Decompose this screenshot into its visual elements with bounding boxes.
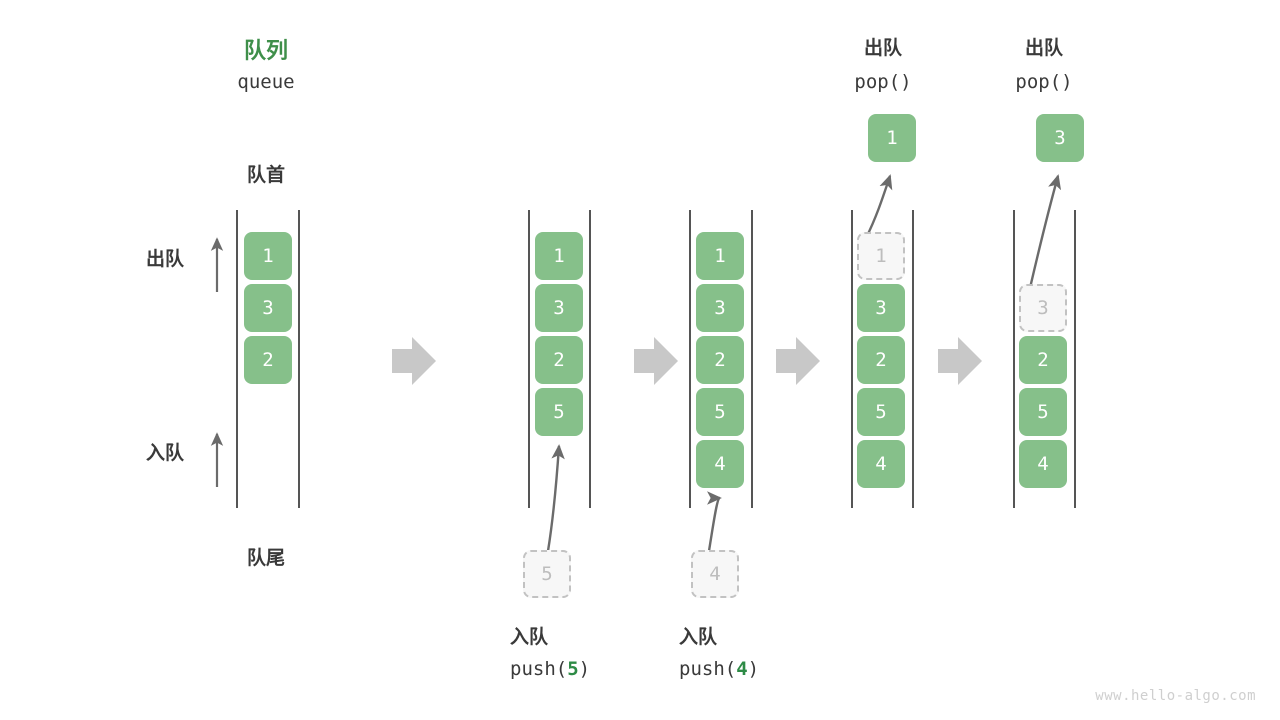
push-4-arrow xyxy=(706,491,722,552)
queue-cell: 1 xyxy=(535,232,583,280)
queue-cell-new: 4 xyxy=(696,440,744,488)
push-arg: 4 xyxy=(736,658,748,680)
queue-cell: 2 xyxy=(857,336,905,384)
step-arrow-3 xyxy=(776,337,820,385)
queue-cell: 3 xyxy=(696,284,744,332)
pop-3-header-cn: 出队 xyxy=(1024,37,1063,59)
push-fn-name: push( xyxy=(679,658,737,680)
queue-cell-removed: 3 xyxy=(1019,284,1067,332)
rear-label: 队尾 xyxy=(246,547,285,569)
queue-rail-right xyxy=(298,210,300,508)
push-arg: 5 xyxy=(567,658,579,680)
queue-rail-left xyxy=(851,210,853,508)
popped-cell: 1 xyxy=(868,114,916,162)
popped-cell: 3 xyxy=(1036,114,1084,162)
incoming-ghost-cell: 5 xyxy=(523,550,571,598)
step-arrow-2 xyxy=(634,337,678,385)
pop-1-header-cn: 出队 xyxy=(863,37,902,59)
queue-rail-right xyxy=(912,210,914,508)
queue-cell: 3 xyxy=(535,284,583,332)
queue-rail-left xyxy=(1013,210,1015,508)
dequeue-label: 出队 xyxy=(146,248,185,270)
front-label: 队首 xyxy=(246,164,285,186)
queue-cell: 2 xyxy=(1019,336,1067,384)
queue-cell: 5 xyxy=(857,388,905,436)
queue-cell: 3 xyxy=(857,284,905,332)
queue-cell: 4 xyxy=(857,440,905,488)
pop-1-arrow xyxy=(864,174,893,239)
queue-cell-new: 5 xyxy=(535,388,583,436)
push-4-caption-code: push(4) xyxy=(679,658,759,680)
diagram-title-cn: 队列 xyxy=(243,39,288,64)
incoming-ghost-cell: 4 xyxy=(691,550,739,598)
queue-cell: 1 xyxy=(244,232,292,280)
queue-cell: 2 xyxy=(244,336,292,384)
push-paren-close: ) xyxy=(747,658,760,680)
queue-rail-right xyxy=(1074,210,1076,508)
queue-cell: 1 xyxy=(696,232,744,280)
queue-cell: 3 xyxy=(244,284,292,332)
enqueue-label: 入队 xyxy=(146,442,185,464)
queue-rail-left xyxy=(528,210,530,508)
queue-rail-right xyxy=(589,210,591,508)
step-arrow-1 xyxy=(392,337,436,385)
push-paren-close: ) xyxy=(578,658,591,680)
pop-3-arrow xyxy=(1028,174,1062,289)
pop-1-header-fn: pop() xyxy=(854,71,912,93)
push-fn-name: push( xyxy=(510,658,568,680)
diagram-title-en: queue xyxy=(237,71,295,93)
queue-cell: 5 xyxy=(696,388,744,436)
push-5-caption-code: push(5) xyxy=(510,658,590,680)
queue-cell-removed: 1 xyxy=(857,232,905,280)
queue-rail-right xyxy=(751,210,753,508)
push-5-caption-cn: 入队 xyxy=(510,626,549,648)
push-5-arrow xyxy=(546,444,565,552)
queue-cell: 2 xyxy=(535,336,583,384)
queue-cell: 5 xyxy=(1019,388,1067,436)
queue-cell: 4 xyxy=(1019,440,1067,488)
push-4-caption-cn: 入队 xyxy=(679,626,718,648)
queue-cell: 2 xyxy=(696,336,744,384)
pop-3-header-fn: pop() xyxy=(1015,71,1073,93)
queue-rail-left xyxy=(236,210,238,508)
step-arrow-4 xyxy=(938,337,982,385)
queue-rail-left xyxy=(689,210,691,508)
watermark: www.hello-algo.com xyxy=(1095,688,1256,704)
